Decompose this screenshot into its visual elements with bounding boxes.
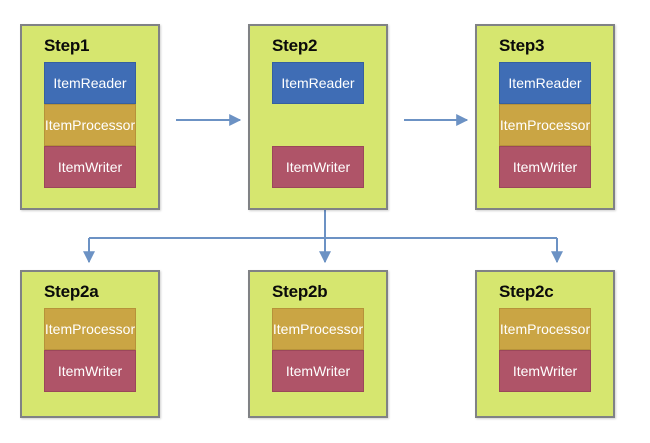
step-title-step2b: Step2b	[272, 282, 328, 301]
branch-bus	[89, 210, 557, 239]
component-reader-step3[interactable]: ItemReader	[499, 62, 591, 104]
step-title-step2: Step2	[272, 36, 318, 55]
component-gap-step2	[272, 104, 364, 146]
component-processor-step1[interactable]: ItemProcessor	[44, 104, 136, 146]
component-writer-step1[interactable]: ItemWriter	[44, 146, 136, 188]
step-title-step3: Step3	[499, 36, 545, 55]
step-title-step2a: Step2a	[44, 282, 99, 301]
component-processor-step2b[interactable]: ItemProcessor	[272, 308, 364, 350]
step-title-step2c: Step2c	[499, 282, 554, 301]
step-title-step1: Step1	[44, 36, 90, 55]
component-processor-step3[interactable]: ItemProcessor	[499, 104, 591, 146]
component-reader-step2[interactable]: ItemReader	[272, 62, 364, 104]
component-writer-step2a[interactable]: ItemWriter	[44, 350, 136, 392]
component-reader-step1[interactable]: ItemReader	[44, 62, 136, 104]
component-processor-step2c[interactable]: ItemProcessor	[499, 308, 591, 350]
component-writer-step3[interactable]: ItemWriter	[499, 146, 591, 188]
component-writer-step2[interactable]: ItemWriter	[272, 146, 364, 188]
component-writer-step2b[interactable]: ItemWriter	[272, 350, 364, 392]
component-processor-step2a[interactable]: ItemProcessor	[44, 308, 136, 350]
component-writer-step2c[interactable]: ItemWriter	[499, 350, 591, 392]
